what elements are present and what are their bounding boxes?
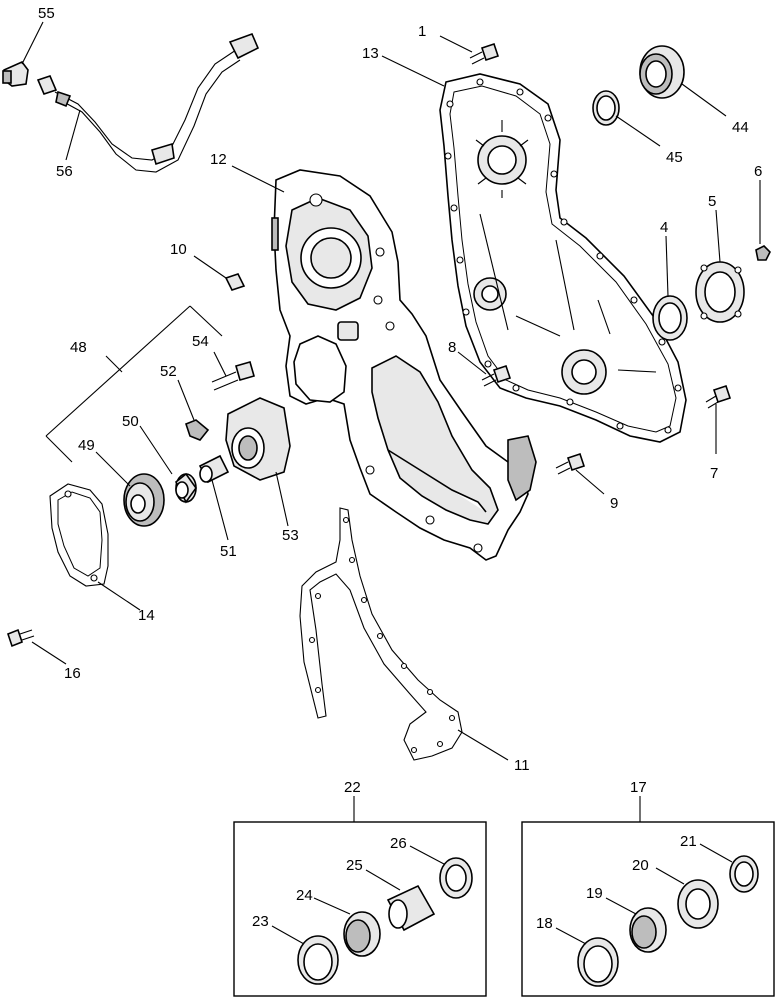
callout-26: 26	[390, 835, 407, 852]
part-44-oil-seal[interactable]	[639, 45, 685, 99]
callout-13: 13	[362, 45, 379, 62]
part-12-gear-housing[interactable]	[271, 169, 537, 561]
part-4-wear-sleeve[interactable]	[652, 295, 688, 341]
part-11-gasket[interactable]	[299, 507, 463, 761]
callout-51: 51	[220, 543, 237, 560]
part-45-seal-ring[interactable]	[592, 90, 620, 126]
part-54-capscrew[interactable]	[211, 361, 255, 391]
callout-5: 5	[708, 193, 716, 210]
callout-54: 54	[192, 333, 209, 350]
leader-lines	[21, 21, 761, 945]
part-8-capscrew[interactable]	[481, 364, 512, 387]
part-50-bearing[interactable]	[174, 472, 197, 504]
part-9-capscrew[interactable]	[555, 452, 586, 475]
callout-4: 4	[660, 219, 668, 236]
part-7-capscrew[interactable]	[705, 384, 732, 409]
part-53-support-housing[interactable]	[225, 397, 291, 481]
callout-52: 52	[160, 363, 177, 380]
callout-1: 1	[418, 23, 426, 40]
part-19-bushing[interactable]	[629, 907, 667, 953]
callout-9: 9	[610, 495, 618, 512]
callout-25: 25	[346, 857, 363, 874]
callout-55: 55	[38, 5, 55, 22]
callout-6: 6	[754, 163, 762, 180]
part-24-bushing[interactable]	[343, 911, 381, 957]
callout-20: 20	[632, 857, 649, 874]
callout-49: 49	[78, 437, 95, 454]
part-20-seal[interactable]	[677, 879, 719, 929]
part-51-idler-shaft[interactable]	[198, 454, 230, 484]
part-13-front-cover[interactable]	[439, 73, 687, 443]
callout-45: 45	[666, 149, 683, 166]
callout-14: 14	[138, 607, 155, 624]
callout-56: 56	[56, 163, 73, 180]
part-26-seal[interactable]	[439, 857, 473, 899]
callout-7: 7	[710, 465, 718, 482]
callout-53: 53	[282, 527, 299, 544]
callout-18: 18	[536, 915, 553, 932]
part-18-ring[interactable]	[577, 937, 619, 987]
callout-23: 23	[252, 913, 269, 930]
callout-24: 24	[296, 887, 313, 904]
callout-16: 16	[64, 665, 81, 682]
part-16-capscrew[interactable]	[7, 628, 35, 648]
callout-12: 12	[210, 151, 227, 168]
callout-21: 21	[680, 833, 697, 850]
part-48-bracket-lines	[45, 305, 223, 463]
callout-8: 8	[448, 339, 456, 356]
part-56-oil-hose[interactable]	[36, 32, 260, 173]
part-25-bushing[interactable]	[386, 884, 436, 932]
kit-17-box[interactable]	[521, 796, 775, 997]
part-21-seal[interactable]	[729, 855, 759, 893]
part-52-elbow-fitting[interactable]	[185, 419, 210, 441]
part-14-plate-gasket[interactable]	[49, 483, 109, 587]
callout-44: 44	[732, 119, 749, 136]
part-55-elbow-fitting[interactable]	[2, 61, 29, 87]
callout-22: 22	[344, 779, 361, 796]
part-1-capscrew[interactable]	[469, 42, 500, 65]
part-10-dowel-pin[interactable]	[224, 273, 246, 291]
callout-48: 48	[70, 339, 87, 356]
part-23-ring[interactable]	[297, 935, 339, 985]
part-5-retainer-plate[interactable]	[695, 261, 745, 323]
part-49-idler-gear[interactable]	[123, 473, 165, 527]
part-6-nut[interactable]	[755, 245, 771, 261]
callout-19: 19	[586, 885, 603, 902]
callout-17: 17	[630, 779, 647, 796]
kit-22-box[interactable]	[233, 796, 487, 997]
callout-10: 10	[170, 241, 187, 258]
callout-50: 50	[122, 413, 139, 430]
callout-11: 11	[514, 757, 530, 774]
callout-labels: 55 56 1 13 44 45 6 5 4 12 10 8 7 9 48 54…	[38, 5, 762, 932]
